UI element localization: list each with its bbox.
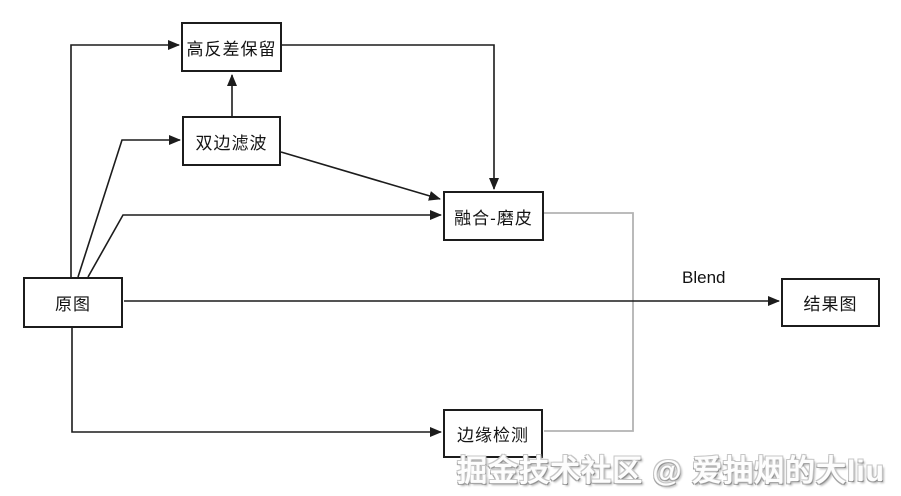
node-original-image-label: 原图 xyxy=(55,295,91,314)
node-bilateral-filter: 双边滤波 xyxy=(182,116,281,166)
edge-original-to-edgedetect xyxy=(71,328,442,437)
node-result-image-label: 结果图 xyxy=(803,295,858,314)
node-edge-detection-label: 边缘检测 xyxy=(457,426,529,445)
node-high-pass-filter: 高反差保留 xyxy=(181,22,282,72)
edge-fusion-edgedetect-gray-connector xyxy=(544,212,634,432)
edge-bilateral-to-fusion xyxy=(280,151,441,201)
node-edge-detection: 边缘检测 xyxy=(443,409,543,458)
node-high-pass-filter-label: 高反差保留 xyxy=(186,39,277,59)
edge-original-to-bilateral xyxy=(77,135,181,278)
node-bilateral-filter-label: 双边滤波 xyxy=(195,133,268,153)
edge-highpass-to-fusion xyxy=(282,44,499,190)
blend-edge-label: Blend xyxy=(682,268,726,287)
edge-original-to-highpass xyxy=(70,40,180,277)
watermark-text: 掘金技术社区 @ 爱抽烟的大liu xyxy=(457,455,885,488)
node-original-image: 原图 xyxy=(23,277,123,328)
node-result-image: 结果图 xyxy=(781,278,880,327)
node-fusion-smoothing-label: 融合-磨皮 xyxy=(454,208,533,228)
node-fusion-smoothing: 融合-磨皮 xyxy=(443,191,544,241)
edge-original-to-fusion xyxy=(87,210,442,278)
